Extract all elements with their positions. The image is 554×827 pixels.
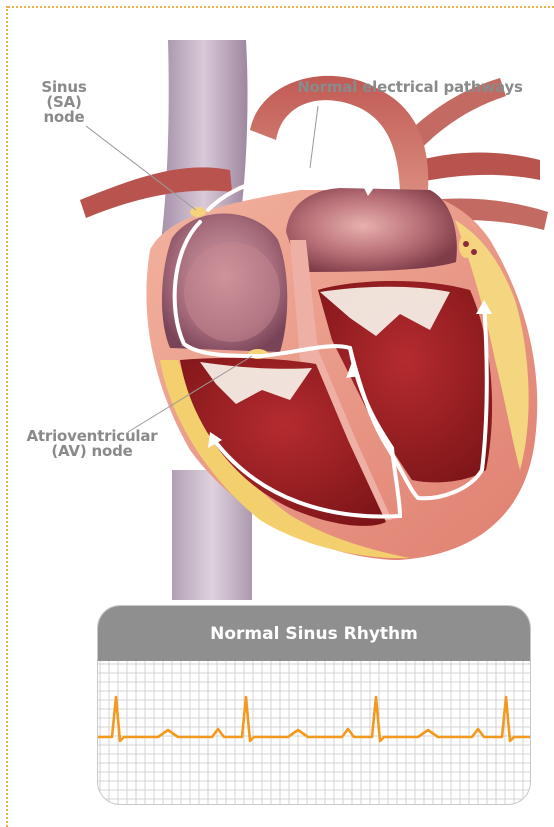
ecg-title: Normal Sinus Rhythm [98, 606, 530, 661]
av-node-label-line2: (AV) node [12, 444, 172, 459]
av-node-label: Atrioventricular (AV) node [12, 429, 172, 459]
ecg-panel: Normal Sinus Rhythm [98, 606, 530, 804]
ecg-grid [98, 661, 530, 804]
sa-node-label: Sinus (SA) node [30, 80, 98, 125]
pathways-label: Normal electrical pathways [284, 80, 536, 95]
sa-node-label-line3: node [30, 110, 98, 125]
